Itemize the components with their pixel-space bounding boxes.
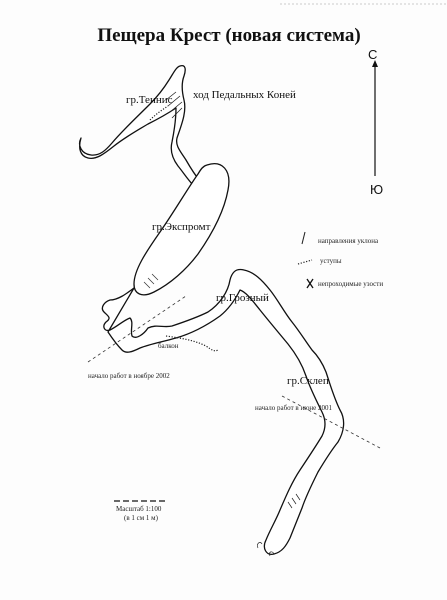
label-sklep: гр.Склеп [287,375,329,387]
map-legend: направления уклона уступы непроходимые у… [297,231,383,289]
pedal-horses-squeeze [149,91,183,121]
label-tennis: гр.Теннис [126,94,173,106]
slope-marks [143,273,159,289]
sklep-end-details [257,493,301,557]
legend-label-slope: направления уклона [318,237,379,245]
scale-label-ratio: Масштаб 1:100 [116,505,162,513]
slope-direction-icon [301,231,306,245]
legend-label-narrows: непроходимые узости [318,280,383,288]
work-line-2002 [87,295,187,363]
label-grozny: гр.Грозный [216,292,269,304]
map-title: Пещера Крест (новая система) [97,25,360,46]
compass-south-label: Ю [370,182,383,197]
compass-north-label: С [368,47,377,62]
scale-label-cm: (в 1 см 1 м) [124,514,159,522]
compass: С Ю [368,47,383,197]
label-pedal-horses: ход Педальных Коней [193,89,296,101]
legend-label-ledges: уступы [320,257,342,265]
label-start-2002: начало работ в ноябре 2002 [88,372,170,380]
grozny-passage [101,268,345,555]
label-expromt: гр.Экспромт [152,221,211,233]
label-start-2001: начало работ в июне 2001 [255,404,333,412]
label-balcony: балкон [158,342,179,350]
work-line-2001 [281,395,381,449]
balcony-ledge [165,335,219,352]
north-arrow-icon [372,60,378,67]
impassable-narrows-icon [306,278,314,289]
scale-bar: Масштаб 1:100 (в 1 см 1 м) [114,500,168,522]
expromt-grotto [133,163,230,296]
tennis-grotto [78,64,202,188]
ledges-icon [297,259,313,265]
